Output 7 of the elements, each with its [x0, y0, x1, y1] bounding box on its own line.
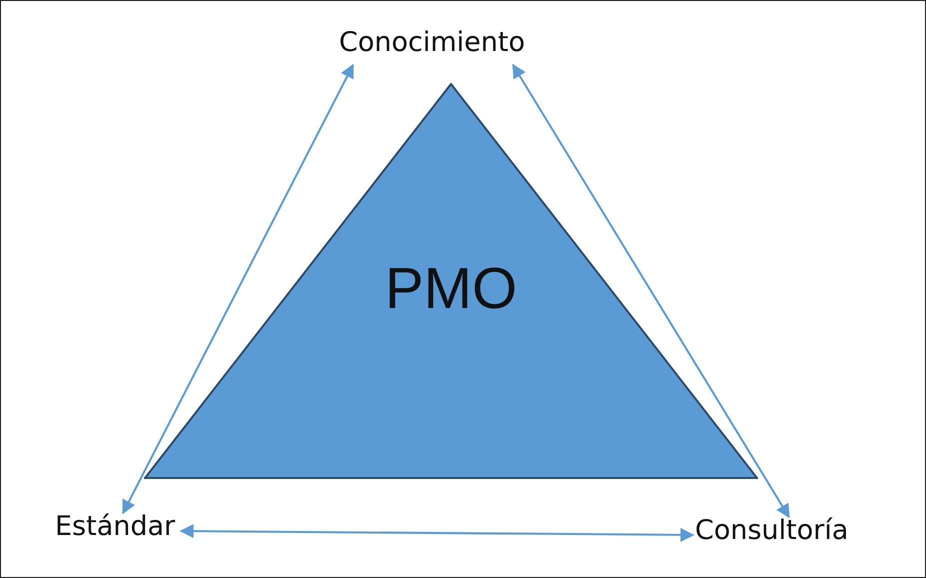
corner-label: Consultoría — [695, 515, 848, 546]
double-arrow — [512, 64, 790, 518]
corner-label: Conocimiento — [339, 27, 525, 58]
corner-label: Estándar — [55, 511, 176, 542]
triangle-label: PMO — [385, 255, 518, 322]
double-arrow — [180, 524, 694, 542]
double-arrow — [122, 64, 354, 514]
